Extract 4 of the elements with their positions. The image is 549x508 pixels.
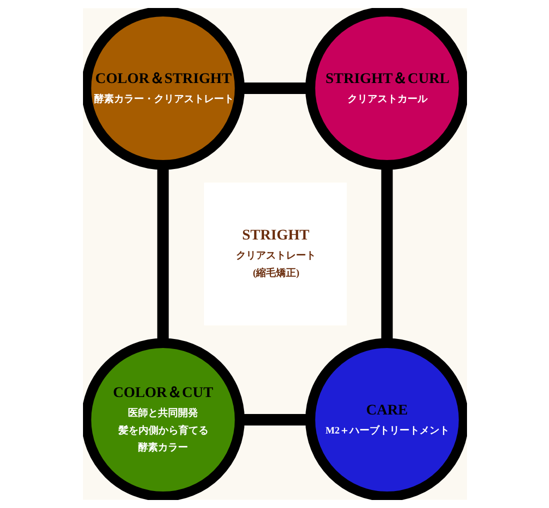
- node-circle: CARE M2＋ハーブトリートメント: [304, 338, 466, 500]
- node-circle: COLOR＆STRIGHT 酵素カラー・クリアストレート: [82, 8, 244, 170]
- node-circle: COLOR＆CUT 医師と共同開発 髪を内側から育てる 酵素カラー: [82, 338, 244, 500]
- node-circle: STRIGHT＆CURL クリアストカール: [304, 8, 466, 170]
